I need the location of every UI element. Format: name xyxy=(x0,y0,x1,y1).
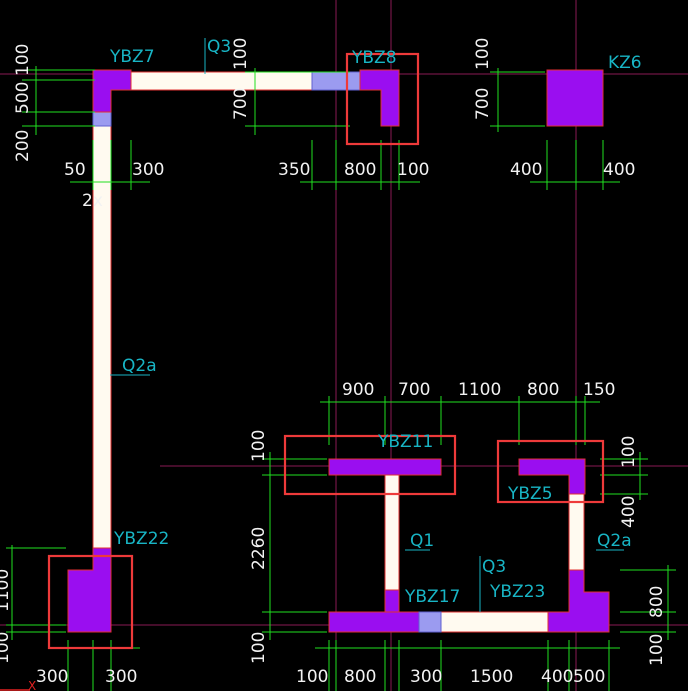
ybz8-column xyxy=(359,69,400,127)
kz6-column xyxy=(546,69,604,127)
highlight-box-ybz8 xyxy=(345,52,420,146)
tag-ybz7: YBZ7 xyxy=(109,47,155,67)
tag-ybz22: YBZ22 xyxy=(113,529,169,549)
dimension-texts: 100 500 200 50 300 2x 100 700 350 800 10… xyxy=(0,38,667,687)
tag-kz6: KZ6 xyxy=(608,53,642,73)
component-tags: YBZ7 Q3 YBZ8 KZ6 Q2a YBZ22 YBZ11 YBZ5 Q1… xyxy=(109,37,642,607)
dim-text: 700 xyxy=(398,380,430,400)
dim-text: 1100 xyxy=(458,380,501,400)
tag-q3-bottom: Q3 xyxy=(482,557,506,577)
bottom-wall-group xyxy=(328,458,610,633)
dim-text: 300 xyxy=(105,667,137,687)
left-wall xyxy=(92,89,112,551)
dim-text: 100 xyxy=(473,38,493,70)
tag-ybz17: YBZ17 xyxy=(404,587,460,607)
dim-text: 100 xyxy=(231,38,251,70)
top-wall-group xyxy=(67,69,604,633)
wall-link-segment xyxy=(92,111,112,127)
tag-ybz11: YBZ11 xyxy=(377,432,433,452)
dim-text: 800 xyxy=(647,586,667,618)
ybz11-flange xyxy=(328,458,442,476)
ybz7-column xyxy=(92,69,132,113)
dim-text: 100 xyxy=(249,430,269,462)
dim-text: 100 xyxy=(619,436,639,468)
dim-text: 1100 xyxy=(0,569,13,612)
dim-text: 400 xyxy=(603,160,635,180)
dim-text: 800 xyxy=(527,380,559,400)
dim-text: 800 xyxy=(344,667,376,687)
dim-text: 400 xyxy=(510,160,542,180)
highlight-boxes xyxy=(47,52,605,650)
tag-q2a-left: Q2a xyxy=(122,356,157,376)
tag-ybz23: YBZ23 xyxy=(489,582,545,602)
dim-text: 400 xyxy=(619,496,639,528)
dim-text: 200 xyxy=(13,130,33,162)
dim-text: 2x xyxy=(82,191,103,211)
tag-ybz5: YBZ5 xyxy=(507,484,553,504)
dim-text: 300 xyxy=(132,160,164,180)
dim-text: 700 xyxy=(473,88,493,120)
dimension-lines xyxy=(6,66,676,691)
dim-text: 400 xyxy=(541,667,573,687)
highlight-box-ybz5 xyxy=(496,439,605,504)
dim-text: 1500 xyxy=(470,667,513,687)
dim-text: 2260 xyxy=(249,527,269,570)
dim-text: 300 xyxy=(36,667,68,687)
ybz17-stub xyxy=(384,589,400,613)
tag-leaders xyxy=(110,38,624,612)
dim-text: 700 xyxy=(231,88,251,120)
dim-text: 100 xyxy=(13,44,33,76)
ybz17-column xyxy=(328,611,420,633)
dim-text: 500 xyxy=(13,82,33,114)
ybz23-column xyxy=(547,569,610,633)
dim-text: 900 xyxy=(342,380,374,400)
tag-q1: Q1 xyxy=(410,531,434,551)
ybz22-column xyxy=(67,547,112,633)
dim-text: 100 xyxy=(0,632,13,664)
dim-text: 300 xyxy=(410,667,442,687)
dim-text: 100 xyxy=(397,160,429,180)
axis-x-label: X xyxy=(28,679,36,691)
highlight-box-ybz11 xyxy=(283,434,457,496)
dim-text: 500 xyxy=(573,667,605,687)
wall-link-segment xyxy=(311,71,361,91)
dim-text: 100 xyxy=(249,632,269,664)
tag-q2a-right: Q2a xyxy=(597,531,632,551)
highlight-box-ybz22 xyxy=(47,554,134,650)
dim-text: 150 xyxy=(583,380,615,400)
axis-marker: X xyxy=(0,679,36,691)
dim-text: 100 xyxy=(296,667,328,687)
dim-text: 800 xyxy=(344,160,376,180)
dim-text: 100 xyxy=(647,634,667,666)
dim-text: 50 xyxy=(64,160,86,180)
q2a-right-wall xyxy=(568,493,585,575)
tag-q3-top: Q3 xyxy=(207,37,231,57)
dim-text: 350 xyxy=(278,160,310,180)
tag-ybz8: YBZ8 xyxy=(351,48,397,68)
wall-link-segment xyxy=(418,611,442,633)
